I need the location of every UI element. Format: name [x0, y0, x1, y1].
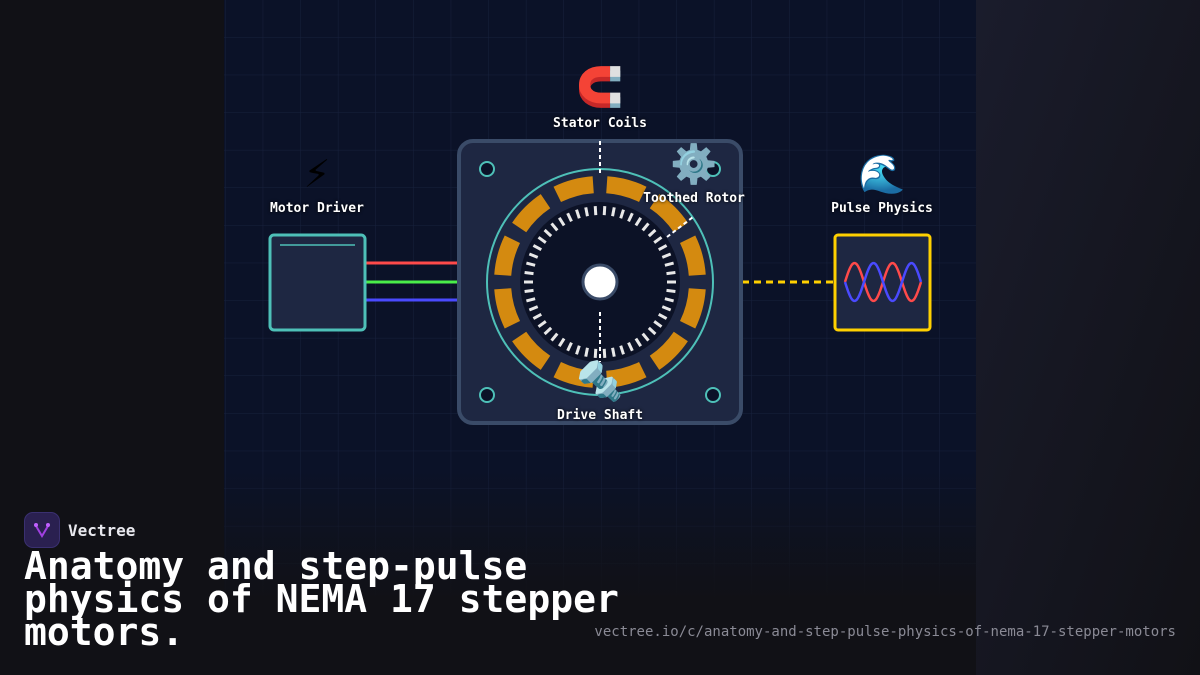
rotor-tooth: [528, 252, 539, 259]
rotor-tooth: [653, 236, 663, 244]
rotor-tooth: [641, 332, 650, 342]
brand: Vectree: [24, 512, 135, 548]
stator-coil-segment: [512, 331, 551, 370]
rotor-tooth: [602, 206, 607, 216]
rotor-tooth: [550, 332, 559, 342]
label-stator-coils: Stator Coils: [553, 116, 647, 131]
rotor-tooth: [619, 209, 625, 219]
rotor-tooth: [566, 341, 573, 352]
rotor-tooth: [634, 337, 642, 347]
rotor-tooth: [657, 244, 668, 252]
rotor-tooth: [537, 236, 547, 244]
rotor-tooth: [634, 217, 642, 227]
rotor-tooth: [537, 320, 547, 328]
bolt-nut-icon: 🔩: [576, 359, 624, 403]
rotor-tooth: [575, 345, 581, 355]
page-title: Anatomy and step-pulse physics of NEMA 1…: [24, 544, 619, 654]
mount-hole: [479, 161, 495, 177]
rotor-tooth: [543, 228, 553, 238]
rotor-tooth: [584, 207, 589, 217]
rotor-tooth: [526, 297, 536, 303]
rotor-tooth: [566, 212, 573, 223]
lightning-icon: ⚡: [303, 152, 331, 196]
rotor-tooth: [664, 261, 674, 267]
rotor-tooth: [558, 337, 566, 347]
label-motor-driver: Motor Driver: [270, 201, 364, 216]
stator-coil-segment: [553, 361, 594, 388]
pulse-wave-blue: [843, 261, 923, 303]
rotor-tooth: [528, 305, 539, 312]
rotor-tooth: [524, 288, 534, 294]
rotor-tooth: [666, 270, 676, 276]
wave-icon: 🌊: [858, 152, 906, 196]
rotor-tooth: [647, 326, 657, 336]
rotor-tooth: [602, 348, 607, 358]
rotor-tooth: [575, 209, 581, 219]
stator-coils: [494, 176, 706, 388]
rotor-tooth: [611, 347, 616, 357]
stator-coil-segment: [679, 235, 706, 276]
shaft-center: [581, 263, 619, 301]
stator-coil-segment: [553, 176, 594, 203]
rotor-tooth: [664, 297, 674, 303]
stator-coil-segment: [512, 194, 551, 233]
rotor-tooth: [543, 326, 553, 336]
page-url: vectree.io/c/anatomy-and-step-pulse-phys…: [594, 624, 1176, 640]
rotor-tooth: [627, 212, 634, 223]
rotor-tooth: [550, 222, 559, 232]
rotor-tooth: [627, 341, 634, 352]
brand-name: Vectree: [68, 520, 136, 540]
rotor-tooth: [657, 312, 668, 320]
rotor-tooth: [532, 312, 543, 320]
stator-coil-segment: [679, 288, 706, 329]
rotor-teeth: [524, 206, 676, 358]
motor-driver-box: [268, 233, 367, 332]
stator-coil-segment: [606, 176, 647, 203]
gear-icon: ⚙️: [670, 142, 718, 186]
mount-hole: [479, 387, 495, 403]
mount-hole: [705, 387, 721, 403]
stator-coil-segment: [649, 331, 688, 370]
magnet-icon: 🧲: [576, 65, 624, 109]
rotor-tooth: [526, 261, 536, 267]
rotor-tooth: [532, 244, 543, 252]
rotor-tooth: [611, 207, 616, 217]
stator-coil-segment: [494, 288, 521, 329]
rotor-tooth: [524, 270, 534, 276]
rotor-tooth: [619, 345, 625, 355]
mount-hole: [705, 161, 721, 177]
label-pulse-physics: Pulse Physics: [831, 201, 933, 216]
label-toothed-rotor: Toothed Rotor: [643, 191, 745, 206]
rotor-tooth: [584, 347, 589, 357]
rotor-tooth: [593, 206, 598, 216]
vectree-logo-icon: [24, 512, 60, 548]
rotor-tooth: [647, 228, 657, 238]
rotor-tooth: [641, 222, 650, 232]
stator-coil-segment: [494, 235, 521, 276]
label-drive-shaft: Drive Shaft: [556, 408, 644, 423]
rotor-tooth: [666, 288, 676, 294]
rotor-tooth: [661, 252, 672, 259]
rotor-tooth: [661, 305, 672, 312]
rotor-tooth: [653, 320, 663, 328]
stator-coil-segment: [606, 361, 647, 388]
rotor-tooth: [593, 348, 598, 358]
stator-coil-segment: [649, 194, 688, 233]
rotor-tooth: [558, 217, 566, 227]
